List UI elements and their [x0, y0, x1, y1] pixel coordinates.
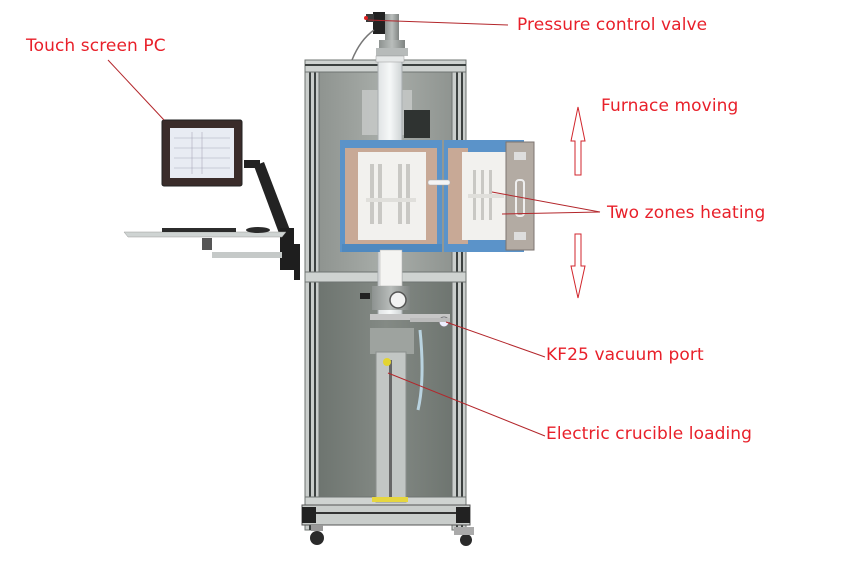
pressure-control-valve-label: Pressure control valve [517, 15, 708, 35]
kf25-vacuum-port-label: KF25 vacuum port [546, 345, 704, 365]
furnace-moving-arrows [570, 106, 586, 299]
furnace-right-zone [427, 140, 535, 252]
pressure-control-valve-assembly [351, 12, 408, 61]
touch-screen-pc [123, 119, 300, 280]
arrow-up-icon [570, 106, 586, 176]
linear-actuator [370, 328, 424, 503]
furnace-moving-label: Furnace moving [601, 96, 739, 116]
furnace-left-zone [340, 140, 442, 252]
two-zones-heating-label: Two zones heating [607, 203, 766, 223]
leader-lines [107, 19, 601, 437]
electric-crucible-loading-label: Electric crucible loading [546, 424, 753, 444]
arrow-down-icon [570, 233, 586, 299]
touch-screen-pc-label: Touch screen PC [26, 36, 166, 56]
